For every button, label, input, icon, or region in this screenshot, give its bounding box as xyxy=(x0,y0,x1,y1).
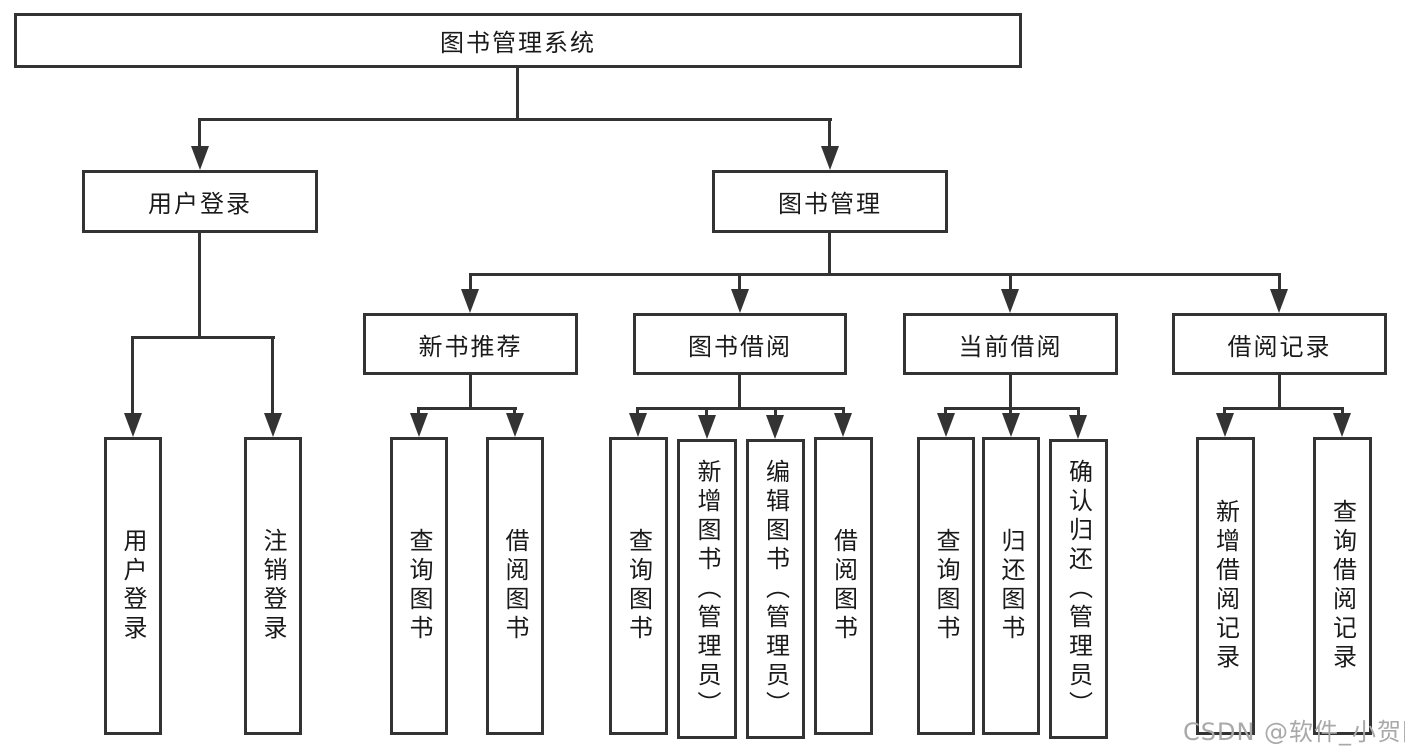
arrowhead-leaf-return-books xyxy=(1002,413,1020,437)
connector-book-management-drop xyxy=(828,118,831,148)
connector-borrow-records-stem xyxy=(1278,375,1281,407)
watermark-text: CSDN @软件_小贺同学 xyxy=(1183,718,1405,746)
node-leaf-confirm-return-admin: 确认归还（管理员） xyxy=(1049,439,1108,739)
node-leaf-query-books-recommend: 查询图书 xyxy=(390,437,448,735)
arrowhead-leaf-user-login xyxy=(124,413,142,437)
connector-leaf-drop xyxy=(1223,407,1226,415)
arrowhead-leaf-add-books-admin xyxy=(698,415,716,439)
arrowhead-leaf-edit-books-admin xyxy=(766,415,784,439)
connector-book-borrow-bar xyxy=(636,407,845,410)
arrowhead-new-book-recommend xyxy=(461,289,479,313)
connector-user-login-drop xyxy=(198,118,201,148)
connector-leaf-drop xyxy=(1077,407,1080,417)
connector-leaf-drop xyxy=(705,407,708,417)
connector-new-book-recommend-stem xyxy=(469,375,472,407)
node-leaf-user-login: 用户登录 xyxy=(104,437,162,735)
connector-leaf-drop xyxy=(1009,407,1012,415)
arrowhead-leaf-borrow-books-recommend xyxy=(506,413,524,437)
node-leaf-borrow-books: 借阅图书 xyxy=(814,437,873,735)
connector-leaf-drop xyxy=(417,407,420,415)
arrowhead-leaf-query-books-current xyxy=(937,413,955,437)
connector-leaf-drop xyxy=(636,407,639,415)
connector-leaf-drop xyxy=(513,407,516,415)
connector-book-management-stem xyxy=(828,233,831,273)
connector-level3-bar xyxy=(469,273,1281,276)
arrowhead-current-borrow xyxy=(1001,289,1019,313)
connector-leaf-drop xyxy=(944,407,947,415)
node-leaf-borrow-books-recommend: 借阅图书 xyxy=(486,437,544,735)
node-leaf-edit-books-admin: 编辑图书（管理员） xyxy=(746,439,805,739)
node-leaf-add-books-admin: 新增图书（管理员） xyxy=(677,439,737,739)
connector-new-book-recommend-drop xyxy=(469,273,472,291)
connector-book-borrow-drop xyxy=(738,273,741,291)
connector-leaf-drop xyxy=(1341,407,1344,415)
connector-user-login-bar xyxy=(131,336,275,339)
connector-borrow-records-drop xyxy=(1278,273,1281,291)
node-leaf-query-books-borrow: 查询图书 xyxy=(609,437,668,735)
node-leaf-query-books-current: 查询图书 xyxy=(917,437,975,735)
node-book-management: 图书管理 xyxy=(712,170,948,233)
connector-user-login-stem xyxy=(198,233,201,336)
node-leaf-logout: 注销登录 xyxy=(244,437,302,735)
node-leaf-query-borrow-record: 查询借阅记录 xyxy=(1313,437,1372,735)
connector-root-stem xyxy=(516,68,519,118)
connector-current-borrow-stem xyxy=(1009,375,1012,407)
connector-leaf-drop xyxy=(774,407,777,417)
node-leaf-add-borrow-record: 新增借阅记录 xyxy=(1196,437,1255,735)
arrowhead-leaf-borrow-books xyxy=(834,413,852,437)
connector-leaf-drop xyxy=(842,407,845,415)
arrowhead-borrow-records xyxy=(1270,289,1288,313)
arrowhead-leaf-query-borrow-record xyxy=(1333,413,1351,437)
arrowhead-leaf-query-books-borrow xyxy=(629,413,647,437)
node-current-borrow: 当前借阅 xyxy=(903,313,1118,375)
node-leaf-return-books: 归还图书 xyxy=(982,437,1040,735)
node-borrow-records: 借阅记录 xyxy=(1172,313,1387,375)
connector-borrow-records-bar xyxy=(1223,407,1343,410)
arrowhead-leaf-confirm-return-admin xyxy=(1069,415,1087,439)
connector-leaf-user-login-drop xyxy=(131,336,134,415)
arrowhead-leaf-query-books-recommend xyxy=(410,413,428,437)
node-book-borrow: 图书借阅 xyxy=(633,313,847,375)
node-new-book-recommend: 新书推荐 xyxy=(363,313,578,375)
connector-level2-bar xyxy=(198,118,832,121)
node-user-login: 用户登录 xyxy=(82,170,318,233)
connector-book-borrow-stem xyxy=(738,375,741,407)
connector-current-borrow-drop xyxy=(1009,273,1012,291)
node-root: 图书管理系统 xyxy=(14,13,1022,68)
arrowhead-leaf-logout xyxy=(264,413,282,437)
arrowhead-leaf-add-borrow-record xyxy=(1216,413,1234,437)
arrowhead-user-login xyxy=(191,146,209,170)
connector-leaf-logout-drop xyxy=(271,336,274,415)
arrowhead-book-borrow xyxy=(731,289,749,313)
connector-new-book-recommend-bar xyxy=(417,407,517,410)
arrowhead-book-management xyxy=(821,146,839,170)
